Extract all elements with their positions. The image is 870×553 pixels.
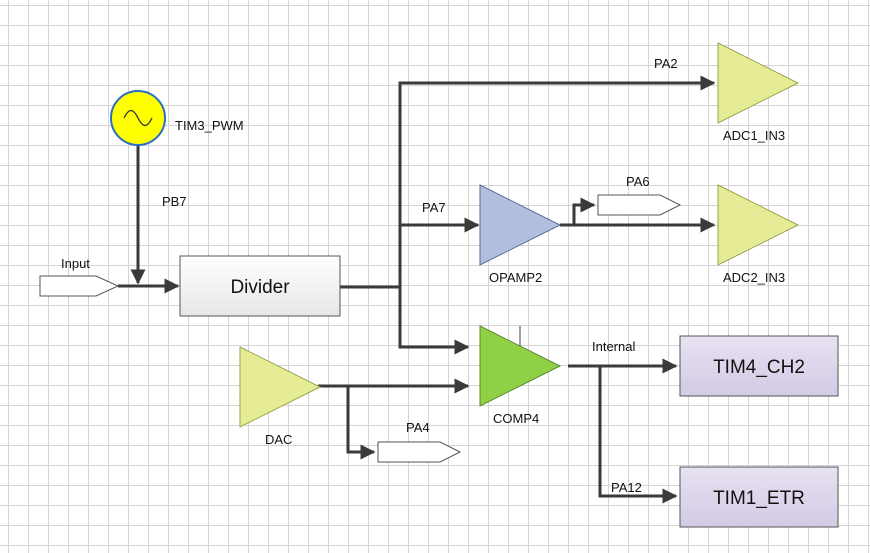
input-port xyxy=(39,275,120,297)
pa4-port xyxy=(377,441,462,463)
sine-wave-icon xyxy=(123,109,153,127)
tim1-etr-label: TIM1_ETR xyxy=(713,488,805,509)
wire-dac-pa4 xyxy=(346,386,376,460)
tim4-ch2-block xyxy=(679,335,839,397)
pa7-label: PA7 xyxy=(422,200,446,215)
pwm-source xyxy=(110,90,166,146)
comp4-label: COMP4 xyxy=(493,411,539,426)
adc1-triangle xyxy=(717,42,800,124)
tim1-etr-block xyxy=(679,466,839,528)
pa12-label: PA12 xyxy=(611,480,642,495)
input-label: Input xyxy=(61,256,90,271)
adc1-label: ADC1_IN3 xyxy=(723,128,785,143)
pa4-label: PA4 xyxy=(406,420,430,435)
tim3-pwm-label: TIM3_PWM xyxy=(175,118,244,133)
opamp2-label: OPAMP2 xyxy=(489,270,542,285)
pa6-port xyxy=(597,194,682,216)
pb7-label: PB7 xyxy=(162,194,187,209)
internal-label: Internal xyxy=(592,339,635,354)
dac-label: DAC xyxy=(265,432,292,447)
adc2-label: ADC2_IN3 xyxy=(723,270,785,285)
divider-block xyxy=(179,255,341,317)
wire-opamp-pa6 xyxy=(572,197,596,225)
opamp2-triangle xyxy=(479,184,562,266)
wire-comp4-tim1 xyxy=(598,366,678,504)
dac-triangle xyxy=(239,346,322,428)
tim4-ch2-label: TIM4_CH2 xyxy=(713,357,805,378)
pa6-label: PA6 xyxy=(626,174,650,189)
pa2-label: PA2 xyxy=(654,56,678,71)
adc2-triangle xyxy=(717,184,800,266)
divider-label: Divider xyxy=(230,277,290,298)
